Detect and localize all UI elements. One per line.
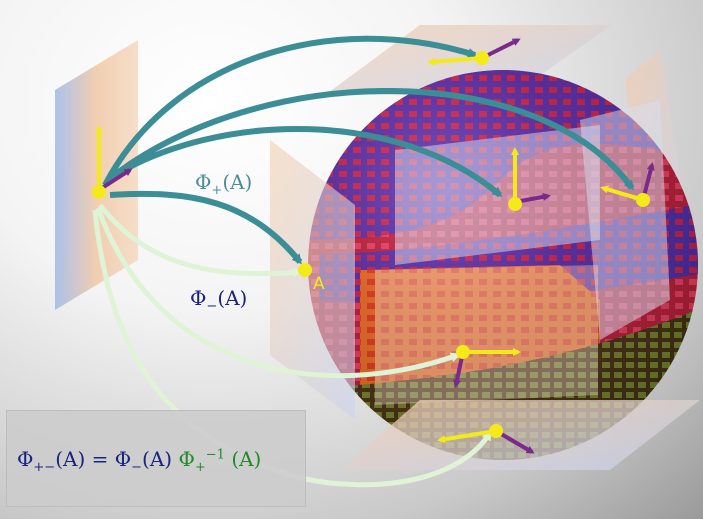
point-a-label: A: [313, 274, 325, 294]
formula-lhs: Φ+−(A) =: [17, 447, 108, 471]
phi-minus-label: Φ−(A): [190, 286, 247, 314]
formula-rhs-phi-minus: Φ−(A): [115, 447, 172, 471]
lower-front-plane: [375, 265, 598, 405]
phi-plus-label: Φ+(A): [195, 170, 252, 198]
point-a-dot: [298, 263, 312, 277]
formula-box: Φ+−(A) = Φ−(A) Φ+−1 (A): [6, 410, 306, 507]
transition-formula: Φ+−(A) = Φ−(A) Φ+−1 (A): [17, 447, 261, 475]
formula-rhs-phi-plus-inverse: Φ+−1 (A): [178, 447, 261, 471]
